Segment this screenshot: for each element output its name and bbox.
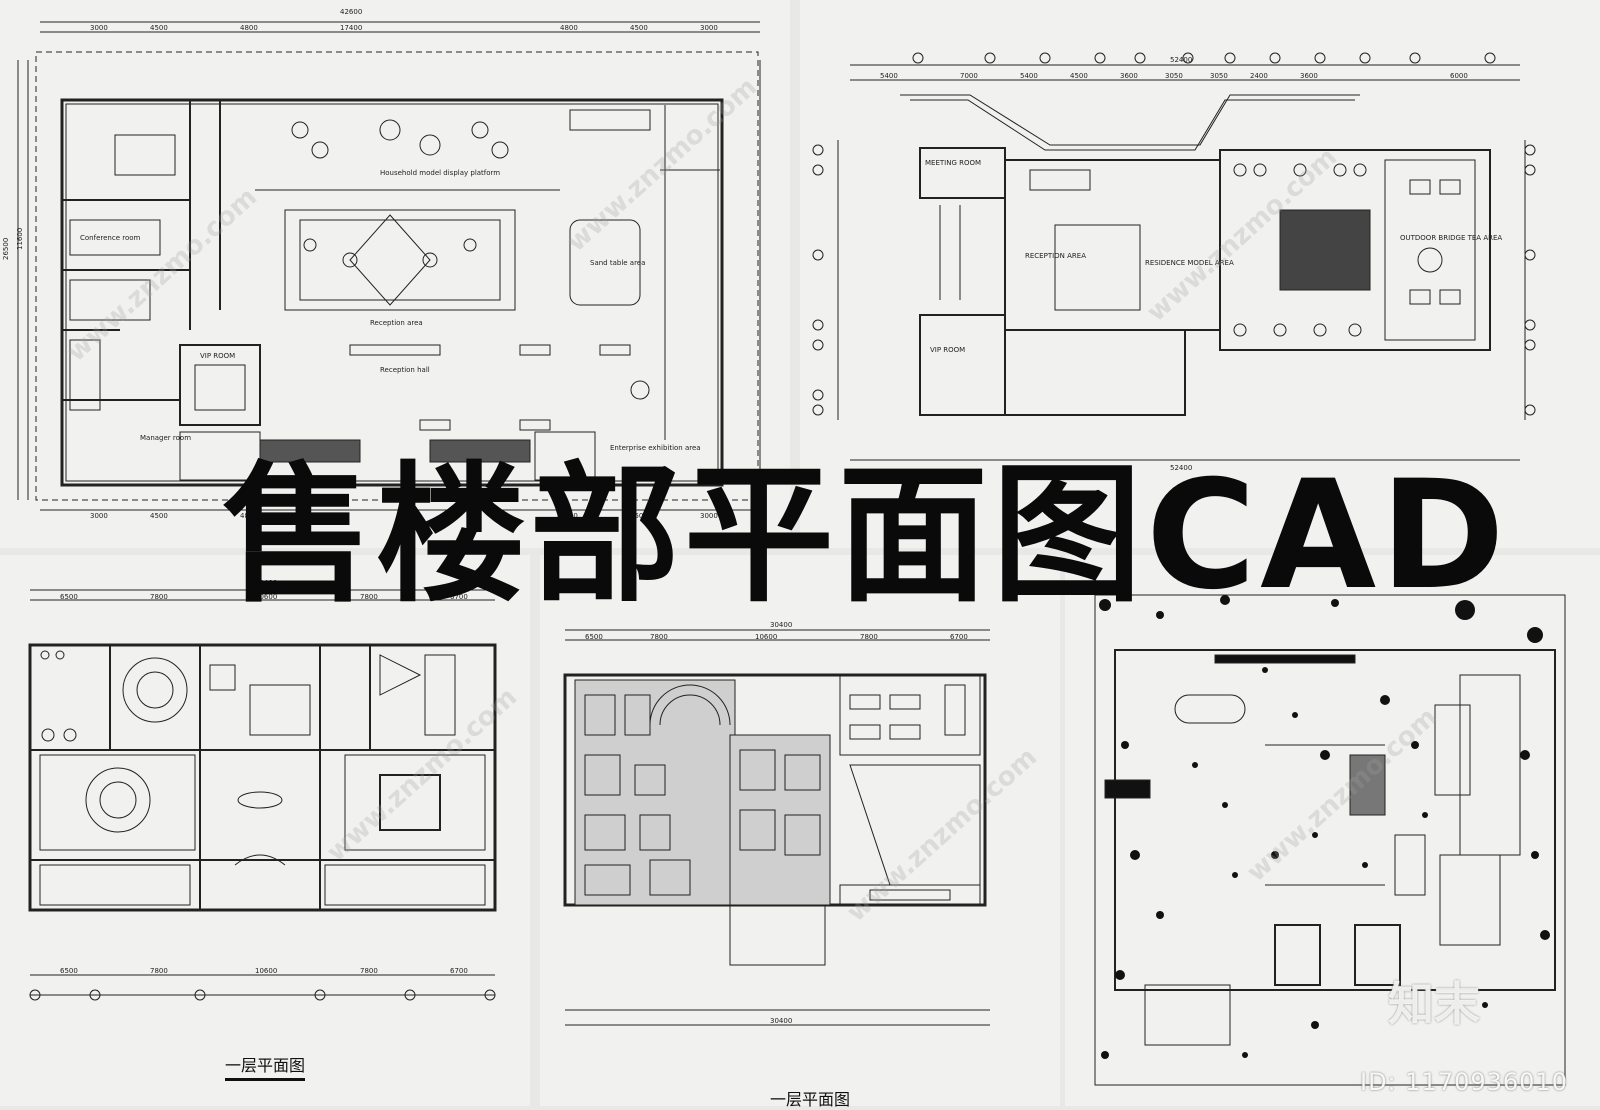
svg-text:3050: 3050 — [1210, 72, 1228, 80]
svg-text:52400: 52400 — [1170, 56, 1192, 64]
svg-text:7800: 7800 — [360, 967, 378, 975]
svg-text:3000: 3000 — [700, 512, 718, 520]
svg-text:4800: 4800 — [560, 24, 578, 32]
svg-text:52400: 52400 — [1170, 464, 1192, 472]
svg-text:4500: 4500 — [150, 24, 168, 32]
svg-text:3000: 3000 — [700, 24, 718, 32]
svg-text:4800: 4800 — [560, 512, 578, 520]
svg-text:6700: 6700 — [450, 967, 468, 975]
svg-text:4800: 4800 — [240, 24, 258, 32]
svg-text:6700: 6700 — [950, 633, 968, 641]
floor-plan-bottom-left-drawing: 30400 6500 7800 10600 7800 6700 6500 7800 106… — [28, 579, 497, 1001]
svg-text:10600: 10600 — [255, 593, 277, 601]
svg-text:10600: 10600 — [255, 967, 277, 975]
svg-text:6700: 6700 — [450, 593, 468, 601]
floor-plan-top-right: 52400 52400 5400 7000 5400 4500 3600 3050 30… — [800, 0, 1600, 548]
svg-text:7000: 7000 — [960, 72, 978, 80]
brand-logo: 知末 — [1388, 977, 1480, 1031]
caption-first-floor-middle: 一层平面图 — [770, 1090, 851, 1109]
svg-text:30400: 30400 — [770, 1017, 792, 1025]
svg-text:6000: 6000 — [1450, 72, 1468, 80]
svg-text:5400: 5400 — [1020, 72, 1038, 80]
svg-text:6500: 6500 — [585, 633, 603, 641]
svg-text:Sand table area: Sand table area — [590, 259, 645, 267]
svg-text:3600: 3600 — [1120, 72, 1138, 80]
page-title: 售楼部平面图CAD — [222, 449, 1509, 623]
svg-text:4800: 4800 — [240, 512, 258, 520]
svg-text:Reception hall: Reception hall — [380, 366, 430, 374]
svg-text:6500: 6500 — [60, 967, 78, 975]
svg-text:4500: 4500 — [630, 24, 648, 32]
svg-text:VIP ROOM: VIP ROOM — [200, 352, 235, 360]
svg-text:RECEPTION AREA: RECEPTION AREA — [1025, 252, 1086, 260]
floor-plan-bottom-middle-drawing: 30400 6500 7800 10600 7800 6700 30400 — [563, 621, 990, 1026]
floor-plan-bottom-right-drawing — [1094, 594, 1566, 1086]
svg-text:VIP ROOM: VIP ROOM — [930, 346, 965, 354]
svg-text:3600: 3600 — [1300, 72, 1318, 80]
svg-text:5400: 5400 — [880, 72, 898, 80]
svg-text:3000: 3000 — [90, 24, 108, 32]
svg-text:OUTDOOR BRIDGE TEA AREA: OUTDOOR BRIDGE TEA AREA — [1400, 234, 1502, 242]
image-id-label: ID: 1170936010 — [1360, 1068, 1568, 1096]
dim-total: 42600 — [340, 8, 362, 16]
floor-plan-top-left-drawing: 42600 17400 3000 4500 4800 4800 4500 3000 30… — [2, 8, 761, 520]
svg-text:Household model display platfo: Household model display platform — [380, 169, 500, 177]
svg-text:4500: 4500 — [150, 512, 168, 520]
floor-plan-bottom-middle: 30400 6500 7800 10600 7800 6700 30400 — [540, 555, 1060, 1106]
svg-text:Reception area: Reception area — [370, 319, 423, 327]
svg-text:7800: 7800 — [360, 593, 378, 601]
svg-text:MEETING ROOM: MEETING ROOM — [925, 159, 981, 167]
svg-text:30400: 30400 — [770, 621, 792, 629]
svg-text:3000: 3000 — [90, 512, 108, 520]
svg-text:6500: 6500 — [60, 593, 78, 601]
floor-plan-bottom-right — [1065, 555, 1600, 1106]
svg-text:7800: 7800 — [150, 593, 168, 601]
svg-text:10600: 10600 — [755, 633, 777, 641]
svg-text:Manager room: Manager room — [140, 434, 191, 442]
svg-text:7800: 7800 — [650, 633, 668, 641]
svg-text:RESIDENCE MODEL AREA: RESIDENCE MODEL AREA — [1145, 259, 1234, 267]
floor-plan-top-left: 42600 17400 3000 4500 4800 4800 4500 3000 30… — [0, 0, 790, 548]
svg-text:7800: 7800 — [150, 967, 168, 975]
svg-text:2400: 2400 — [1250, 72, 1268, 80]
svg-text:30400: 30400 — [255, 579, 277, 587]
svg-text:7800: 7800 — [860, 633, 878, 641]
svg-text:4500: 4500 — [1070, 72, 1088, 80]
svg-text:Conference room: Conference room — [80, 234, 141, 242]
floor-plan-bottom-left: 30400 6500 7800 10600 7800 6700 6500 7800 106… — [0, 555, 530, 1106]
dim-mid: 17400 — [340, 24, 362, 32]
svg-text:11600: 11600 — [16, 228, 24, 250]
caption-first-floor-left: 一层平面图 — [225, 1052, 306, 1081]
svg-text:26500: 26500 — [2, 238, 10, 260]
svg-text:4500: 4500 — [630, 512, 648, 520]
svg-text:3050: 3050 — [1165, 72, 1183, 80]
svg-text:Enterprise exhibition area: Enterprise exhibition area — [610, 444, 701, 452]
floor-plan-top-right-drawing: 52400 52400 5400 7000 5400 4500 3600 3050 30… — [812, 52, 1536, 472]
